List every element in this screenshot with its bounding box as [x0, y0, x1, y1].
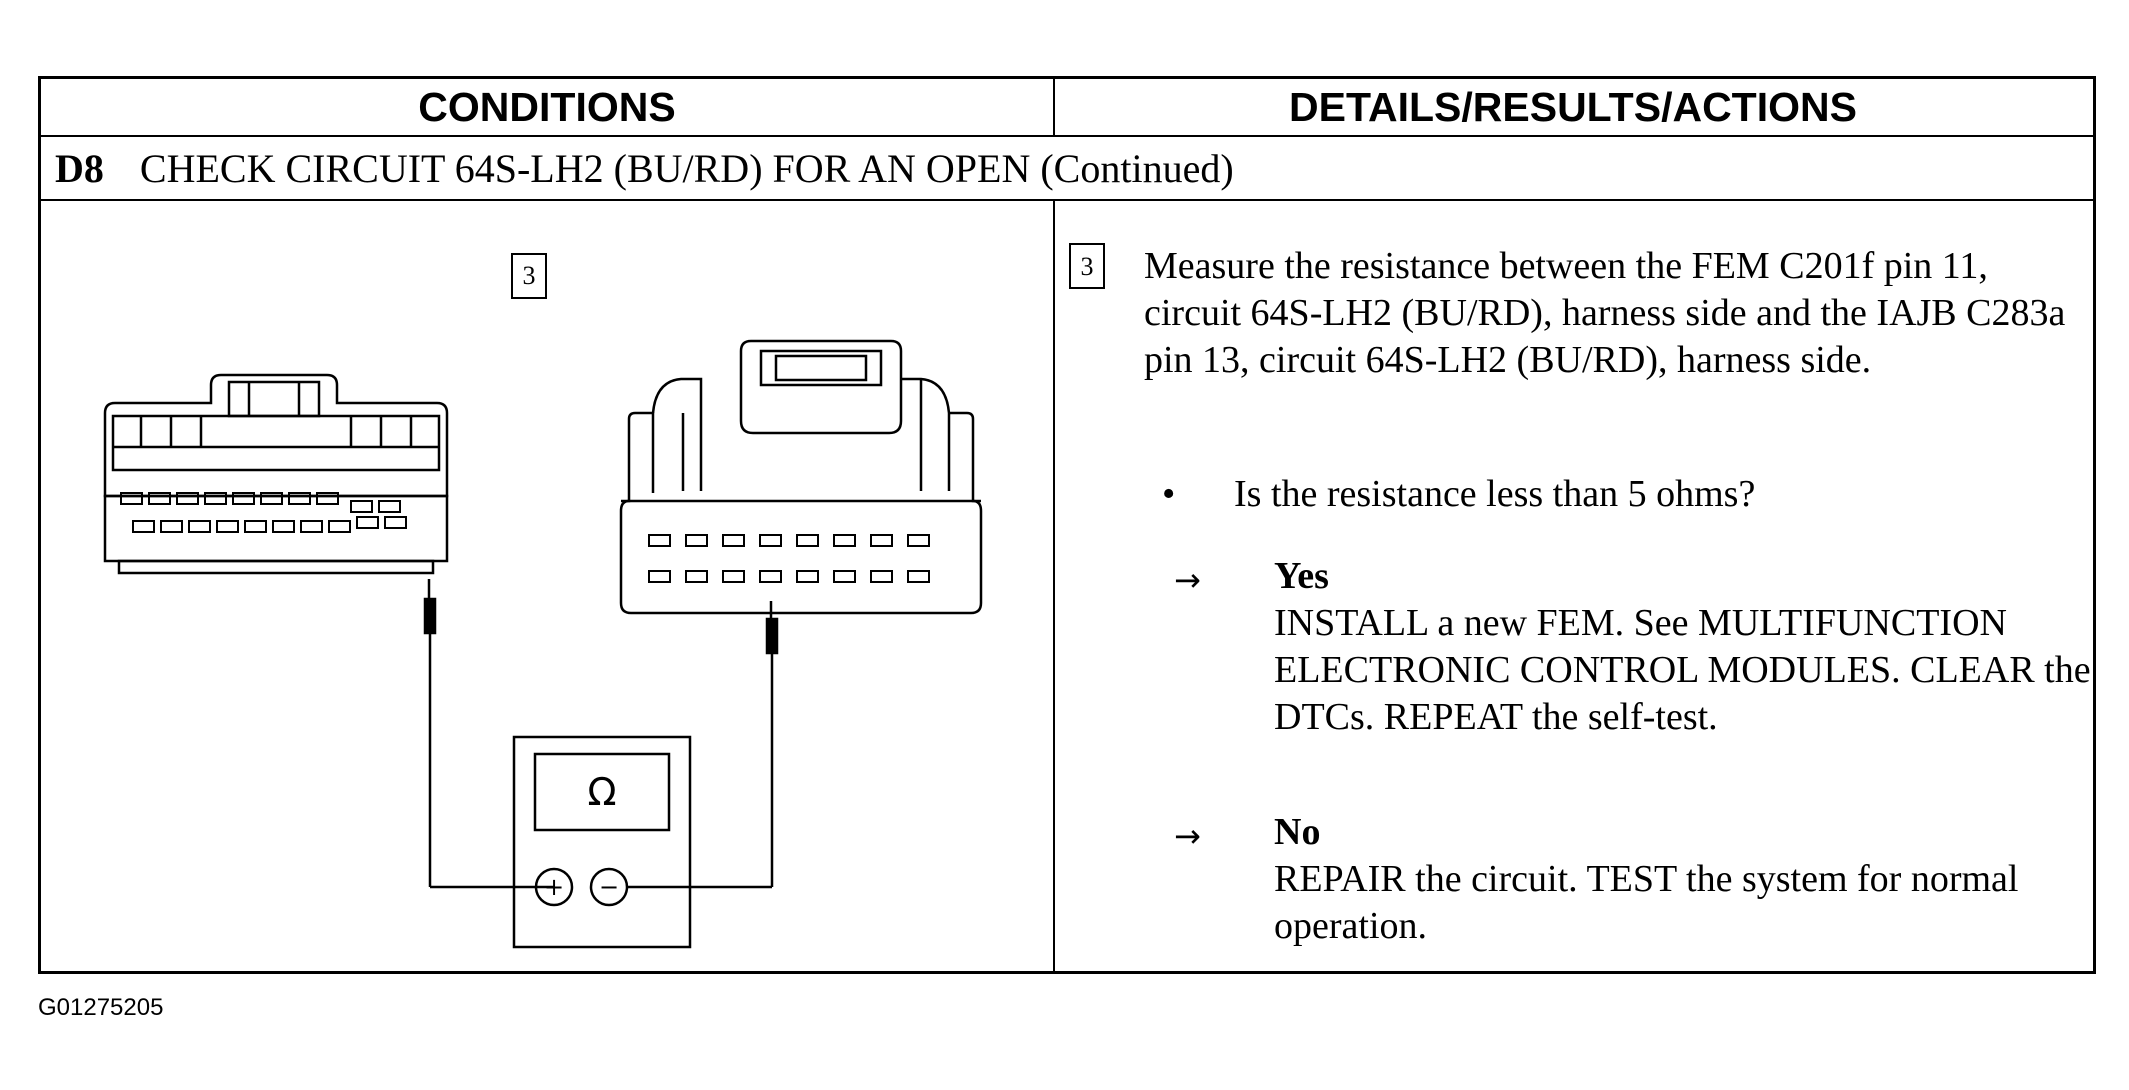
details-column: 3 Measure the resistance between the FEM… — [1055, 201, 2093, 971]
header-rule — [41, 135, 2093, 137]
step-rule — [41, 199, 2093, 201]
column-divider — [1053, 199, 1055, 971]
step-number: D8 — [55, 145, 104, 191]
plus-label: + — [543, 873, 565, 901]
no-arrow-icon: → — [1174, 817, 1201, 855]
wiring-diagram: 3 — [41, 201, 1053, 971]
yes-arrow-icon: → — [1174, 561, 1201, 599]
minus-terminal — [589, 867, 629, 907]
figure-code: G01275205 — [38, 994, 164, 1021]
details-header: DETAILS/RESULTS/ACTIONS — [1289, 83, 1857, 130]
ohm-symbol: Ω — [587, 770, 617, 814]
bullet-icon: • — [1162, 473, 1176, 515]
multimeter-body — [512, 735, 692, 949]
fem-connector — [103, 373, 449, 575]
header-divider — [1053, 79, 1055, 135]
minus-label: − — [598, 873, 620, 901]
step-title: CHECK CIRCUIT 64S-LH2 (BU/RD) FOR AN OPE… — [139, 145, 1234, 191]
no-response: No REPAIR the circuit. TEST the system f… — [1274, 809, 2094, 950]
multimeter-display — [533, 752, 671, 832]
no-action: REPAIR the circuit. TEST the system for … — [1274, 858, 2019, 947]
iajb-connector — [619, 339, 983, 615]
diagram-callout: 3 — [511, 253, 547, 299]
probe-right — [765, 601, 779, 655]
yes-response: Yes INSTALL a new FEM. See MULTIFUNCTION… — [1274, 553, 2094, 741]
yes-action: INSTALL a new FEM. See MULTIFUNCTION ELE… — [1274, 602, 2091, 738]
connector-meter-drawing — [103, 339, 983, 949]
question-text: Is the resistance less than 5 ohms? — [1234, 473, 1756, 515]
no-label: No — [1274, 811, 1321, 853]
probe-left — [423, 579, 437, 635]
measurement-instruction: Measure the resistance between the FEM C… — [1144, 245, 2066, 381]
plus-terminal — [534, 867, 574, 907]
details-callout: 3 — [1069, 243, 1105, 289]
yes-label: Yes — [1274, 555, 1329, 597]
conditions-header: CONDITIONS — [418, 83, 676, 130]
procedure-table: CONDITIONS DETAILS/RESULTS/ACTIONS D8 CH… — [38, 76, 2096, 974]
step-row: D8 CHECK CIRCUIT 64S-LH2 (BU/RD) FOR AN … — [41, 137, 2093, 199]
